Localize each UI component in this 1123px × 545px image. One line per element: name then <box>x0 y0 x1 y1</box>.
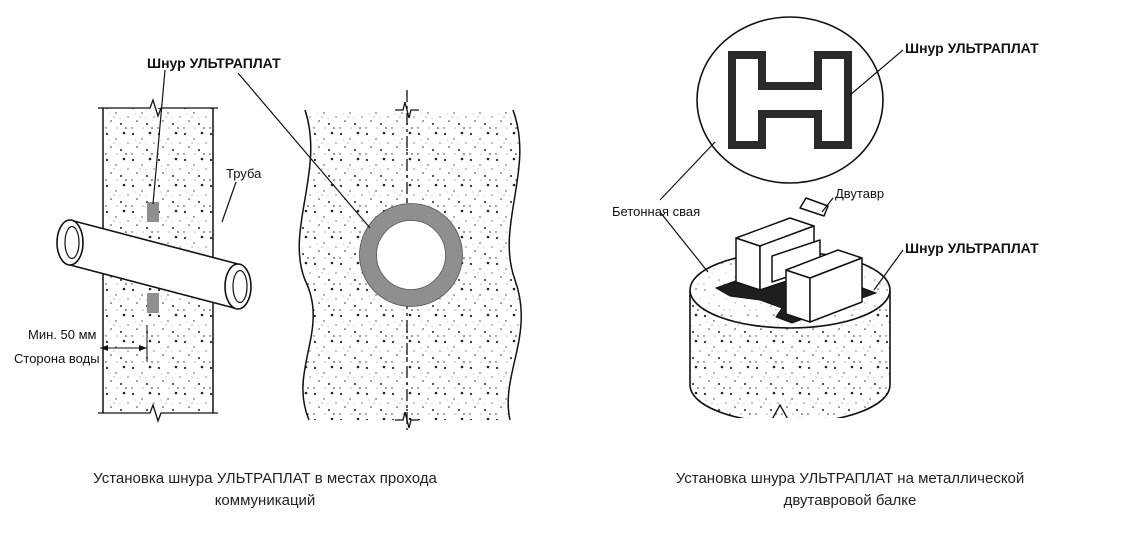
cord-ring <box>359 203 463 307</box>
cord-segment-bottom <box>147 293 159 313</box>
beam-leader <box>821 197 834 213</box>
cord-leader-bottom <box>873 249 904 291</box>
cord-profile-icon <box>728 51 852 149</box>
cord-label-right-top: Шнур УЛЬТРАПЛАТ <box>905 40 1039 56</box>
cord-leader-ring <box>237 72 371 229</box>
beam-label: Двутавр <box>835 186 884 201</box>
cord-leader-top <box>849 49 904 96</box>
pipe-label: Труба <box>226 166 262 181</box>
pile-leader-base <box>659 211 709 273</box>
pile-leader-bubble <box>659 141 716 201</box>
pipe <box>56 219 252 310</box>
break-line-bottom <box>98 402 218 424</box>
caption-right-line1: Установка шнура УЛЬТРАПЛАТ на металличес… <box>675 470 1025 487</box>
cord-label-left: Шнур УЛЬТРАПЛАТ <box>147 55 281 71</box>
detail-bubble <box>696 16 884 184</box>
cord-label-right-bottom: Шнур УЛЬТРАПЛАТ <box>905 240 1039 256</box>
cord-leader-left <box>152 69 166 205</box>
wall-elevation-diagram <box>237 72 523 430</box>
pile-label: Бетонная свая <box>612 204 700 219</box>
break-line-top <box>98 97 218 119</box>
wall-section-diagram: Труба Мин. 50 мм Сторона воды <box>14 69 262 424</box>
caption-right: Установка шнура УЛЬТРАПЛАТ на металличес… <box>620 468 1080 512</box>
caption-left: Установка шнура УЛЬТРАПЛАТ в местах прох… <box>40 468 490 512</box>
caption-right-line2: двутавровой балке <box>783 492 917 509</box>
water-side-label: Сторона воды <box>14 351 100 366</box>
pipe-leader <box>221 181 237 223</box>
i-beam <box>735 197 863 323</box>
caption-left-line2: коммуникаций <box>214 492 316 509</box>
pile-diagram: Шнур УЛЬТРАПЛАТ Бетонная свая Двутавр Шн… <box>612 16 1039 432</box>
caption-left-line1: Установка шнура УЛЬТРАПЛАТ в местах прох… <box>93 470 437 487</box>
min-distance-label: Мин. 50 мм <box>28 327 97 342</box>
cord-segment-top <box>147 202 159 222</box>
